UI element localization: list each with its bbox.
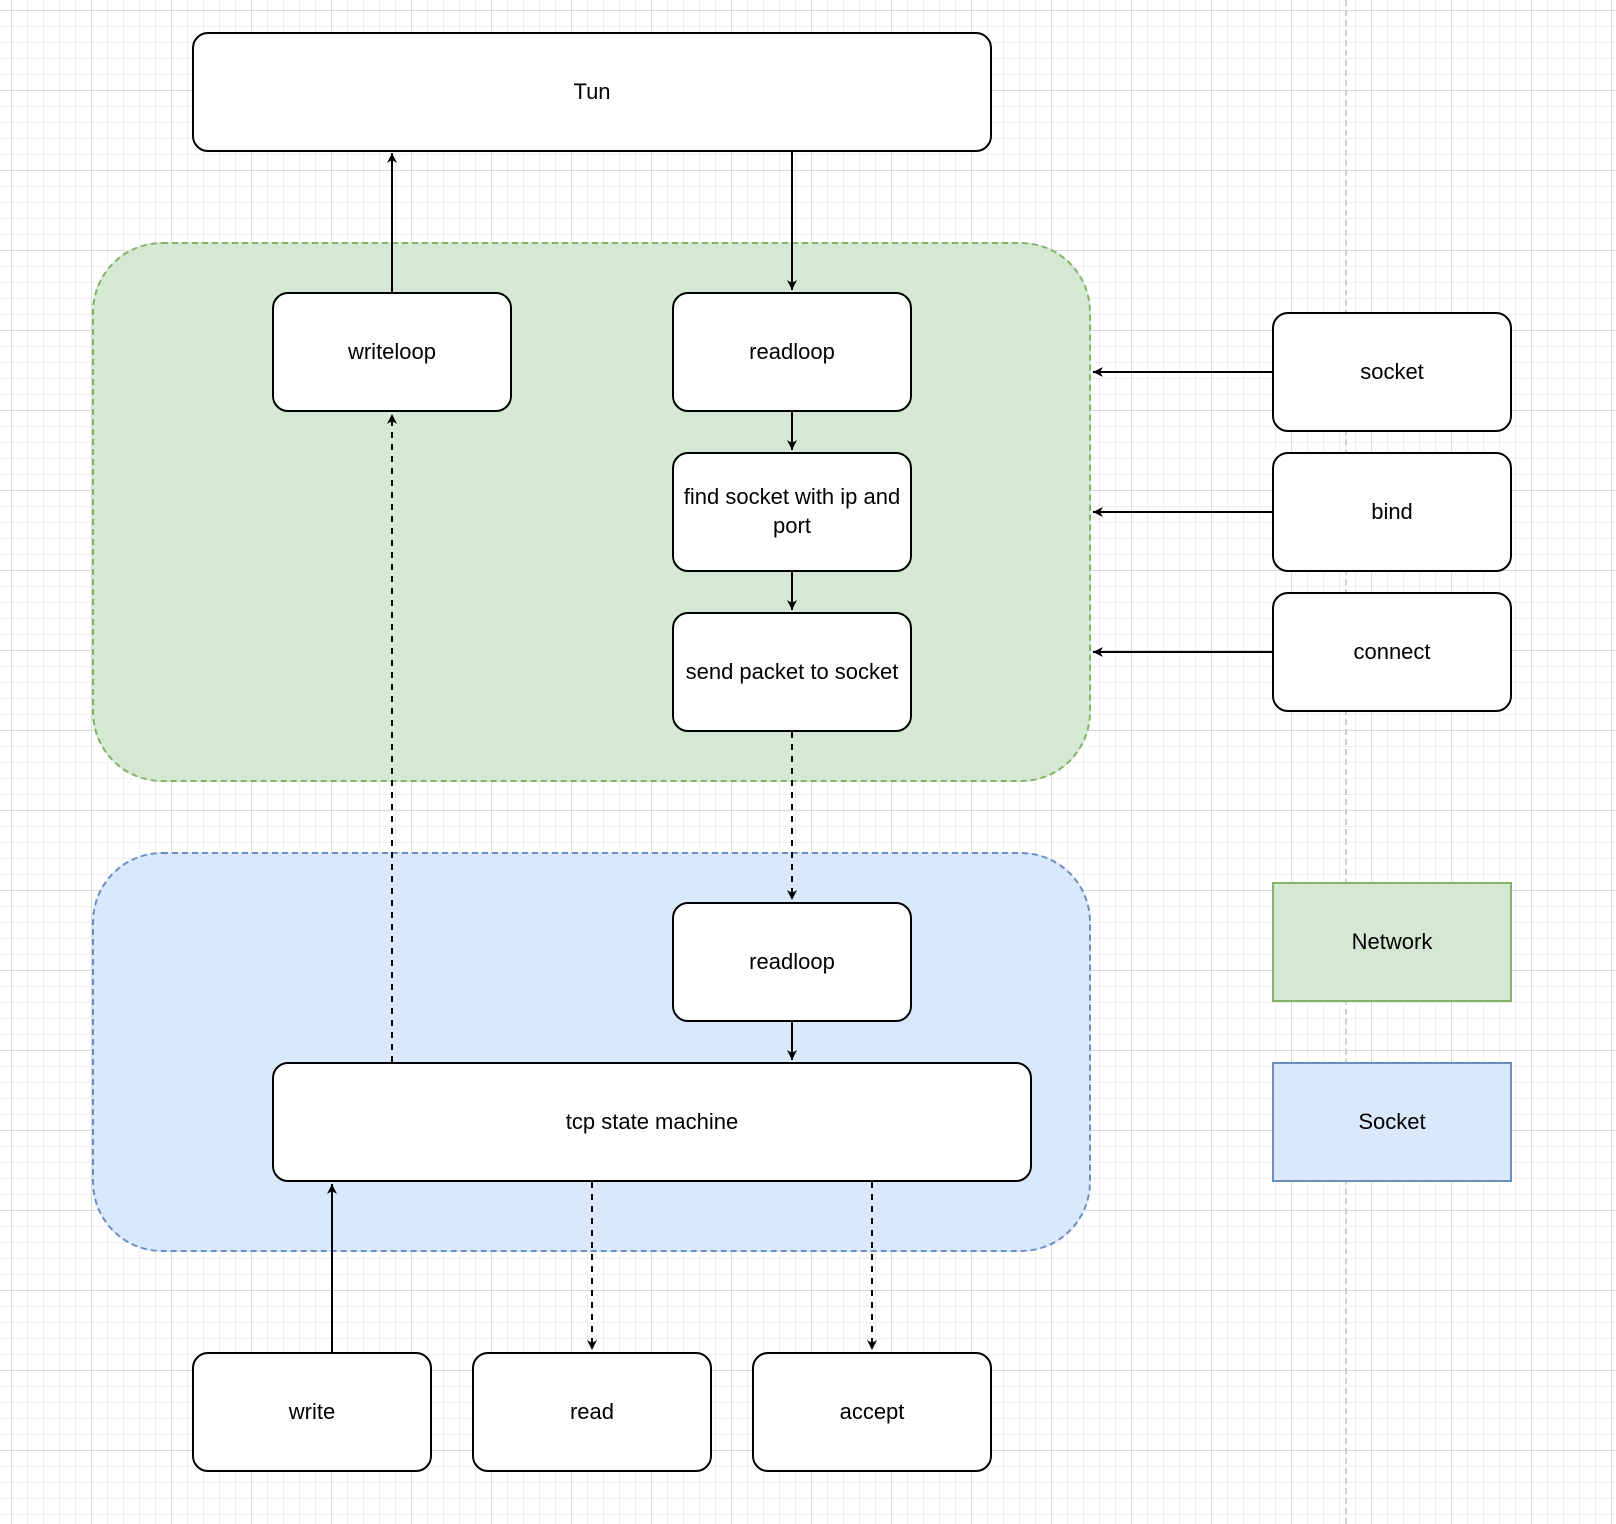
connect-api-node[interactable]: connect	[1272, 592, 1512, 712]
network-group	[92, 242, 1091, 782]
accept-node[interactable]: accept	[752, 1352, 992, 1472]
legend-network: Network	[1272, 882, 1512, 1002]
writeloop-node[interactable]: writeloop	[272, 292, 512, 412]
send-packet-node[interactable]: send packet to socket	[672, 612, 912, 732]
tcp-state-machine-node[interactable]: tcp state machine	[272, 1062, 1032, 1182]
socket-readloop-node[interactable]: readloop	[672, 902, 912, 1022]
network-readloop-node[interactable]: readloop	[672, 292, 912, 412]
tun-node[interactable]: Tun	[192, 32, 992, 152]
write-node[interactable]: write	[192, 1352, 432, 1472]
bind-api-node[interactable]: bind	[1272, 452, 1512, 572]
divider-line	[1345, 0, 1347, 1524]
read-node[interactable]: read	[472, 1352, 712, 1472]
find-socket-node[interactable]: find socket with ip and port	[672, 452, 912, 572]
socket-api-node[interactable]: socket	[1272, 312, 1512, 432]
legend-socket: Socket	[1272, 1062, 1512, 1182]
